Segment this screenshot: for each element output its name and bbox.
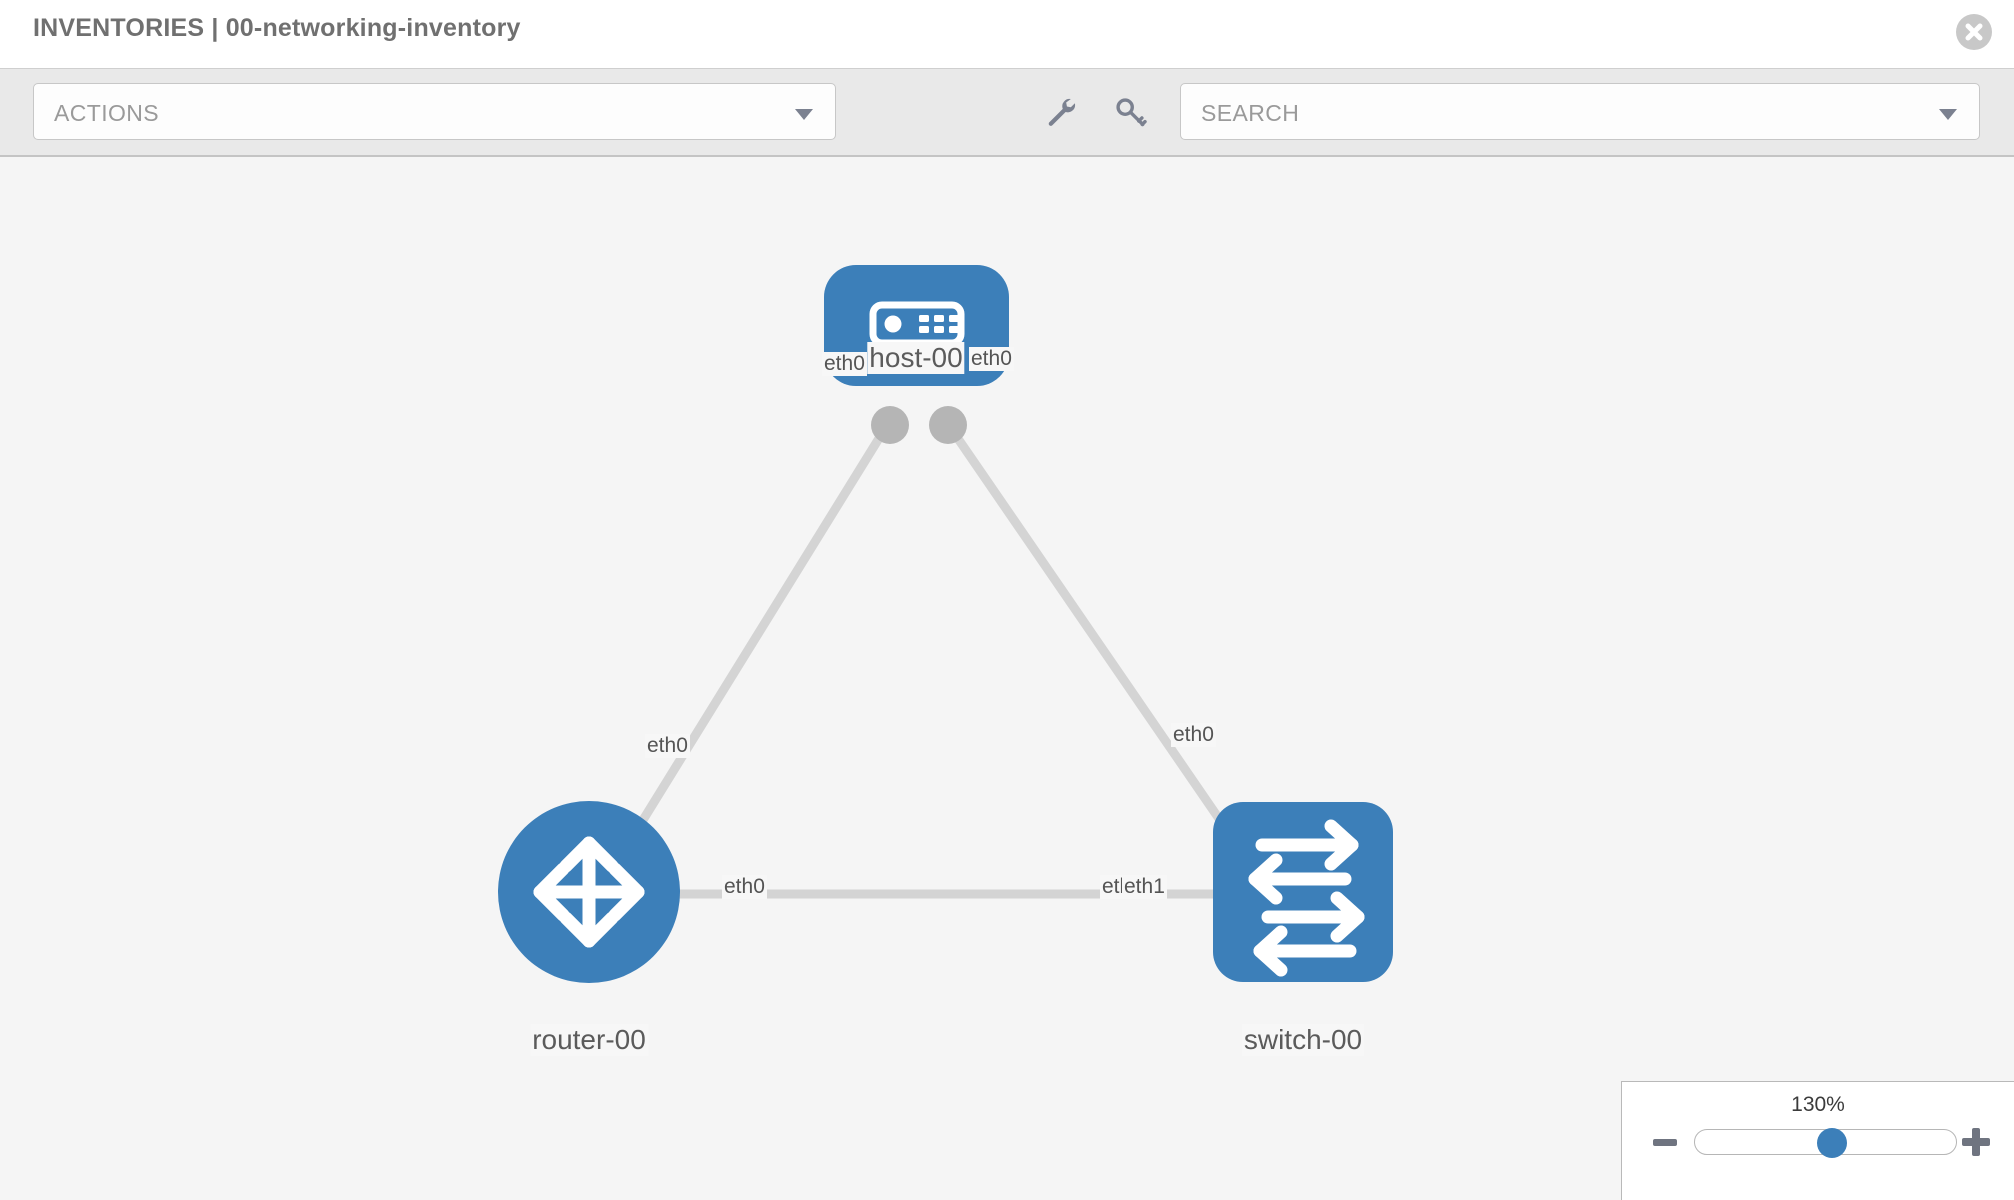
- actions-dropdown[interactable]: ACTIONS: [33, 83, 836, 140]
- zoom-slider-thumb[interactable]: [1817, 1128, 1848, 1158]
- node-label-host-00: host-00: [867, 342, 965, 374]
- key-icon[interactable]: [1113, 95, 1147, 129]
- actions-dropdown-label: ACTIONS: [54, 100, 160, 126]
- search-input[interactable]: SEARCH: [1180, 83, 1980, 140]
- topology-canvas[interactable]: host-00 router-00 switch-00 eth0 eth0 et…: [0, 157, 2014, 1200]
- topology-edges: [612, 422, 1250, 899]
- edge-label-switch-to-host: eth0: [1171, 723, 1216, 747]
- edge-label-switch-eth1: eth1: [1122, 875, 1167, 899]
- edge-label-router-to-switch: eth0: [722, 875, 767, 899]
- node-switch-00: [1213, 802, 1393, 982]
- toolbar: ACTIONS SEARCH: [0, 68, 2014, 157]
- chevron-down-icon: [795, 109, 813, 120]
- router-arrows-icon: [533, 836, 645, 948]
- topology-connectors: [641, 406, 1268, 918]
- search-placeholder: SEARCH: [1201, 100, 1300, 126]
- connector-host-right: [929, 406, 967, 444]
- edge-label-host-left: eth0: [822, 352, 867, 376]
- node-router-00: [498, 801, 680, 983]
- node-label-switch-00: switch-00: [1241, 1024, 1365, 1056]
- server-icon-ports: [919, 315, 959, 333]
- topology-graph: [498, 265, 1393, 983]
- node-label-router-00: router-00: [530, 1024, 648, 1056]
- minus-icon[interactable]: [1653, 1139, 1677, 1146]
- zoom-level-value: 130%: [1791, 1093, 1845, 1116]
- server-icon-led: [884, 315, 902, 333]
- page-title: INVENTORIES | 00-networking-inventory: [33, 14, 521, 42]
- connector-host-left: [871, 406, 909, 444]
- edge-label-host-right: eth0: [969, 347, 1014, 371]
- zoom-control-panel: 130%: [1621, 1081, 2014, 1200]
- close-icon[interactable]: [1956, 14, 1992, 50]
- edge-host-router: [612, 422, 891, 867]
- plus-icon[interactable]: [1962, 1128, 1990, 1156]
- page-header: INVENTORIES | 00-networking-inventory: [0, 0, 2014, 68]
- edge-host-switch: [945, 422, 1240, 847]
- wrench-icon[interactable]: [1044, 95, 1078, 129]
- chevron-down-icon[interactable]: [1939, 109, 1957, 120]
- edge-label-router-to-host: eth0: [645, 734, 690, 758]
- switch-arrows-icon: [1248, 819, 1365, 977]
